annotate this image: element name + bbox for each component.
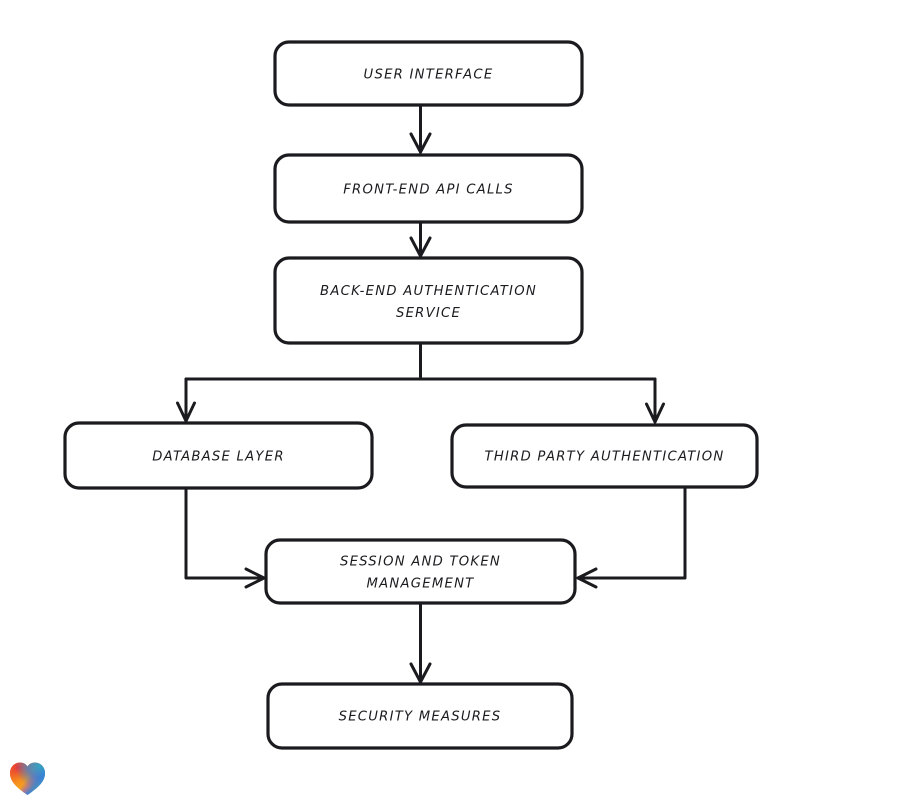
heart-icon — [9, 761, 46, 796]
node-security-measures-shape — [266, 682, 574, 750]
node-session-token-shape — [264, 538, 577, 605]
node-session-token-label-line1: SESSION AND TOKEN — [340, 555, 501, 570]
edge-frontend-api-calls-to-backend-auth — [409, 220, 432, 258]
node-session-token[interactable]: SESSION AND TOKEN MANAGEMENT — [264, 538, 577, 605]
edge-user-interface-to-frontend-api-calls — [409, 103, 432, 154]
node-frontend-api-calls[interactable]: FRONT-END API CALLS — [273, 153, 584, 224]
node-backend-auth-shape — [273, 256, 584, 345]
node-backend-auth[interactable]: BACK-END AUTHENTICATION SERVICE — [273, 256, 584, 345]
node-database-layer[interactable]: DATABASE LAYER — [63, 421, 374, 490]
node-third-party-auth[interactable]: THIRD PARTY AUTHENTICATION — [450, 423, 759, 489]
node-security-measures-label: SECURITY MEASURES — [339, 710, 502, 725]
node-backend-auth-label-line1: BACK-END AUTHENTICATION — [320, 284, 537, 299]
edge-session-token-to-security-measures — [409, 601, 432, 684]
node-database-layer-label: DATABASE LAYER — [152, 450, 284, 465]
node-database-layer-shape — [63, 421, 374, 490]
node-user-interface-label: USER INTERFACE — [364, 68, 494, 83]
edge-third-party-auth-to-session-token — [576, 485, 687, 589]
edge-backend-auth-to-third-party-auth — [645, 377, 665, 424]
node-third-party-auth-label: THIRD PARTY AUTHENTICATION — [485, 450, 725, 465]
node-security-measures[interactable]: SECURITY MEASURES — [266, 682, 574, 750]
node-session-token-label-line2: MANAGEMENT — [367, 577, 475, 592]
heart-icon-svg — [10, 762, 45, 795]
edge-backend-auth-to-database-layer — [176, 377, 196, 423]
edge-database-layer-to-session-token — [184, 486, 266, 589]
node-user-interface[interactable]: USER INTERFACE — [273, 40, 584, 107]
node-third-party-auth-shape — [450, 423, 759, 489]
node-frontend-api-calls-shape — [273, 153, 584, 224]
node-backend-auth-label-line2: SERVICE — [396, 306, 461, 321]
node-frontend-api-calls-label: FRONT-END API CALLS — [343, 183, 514, 198]
node-user-interface-shape — [273, 40, 584, 107]
edge-backend-auth-branch-bus — [184, 341, 657, 381]
